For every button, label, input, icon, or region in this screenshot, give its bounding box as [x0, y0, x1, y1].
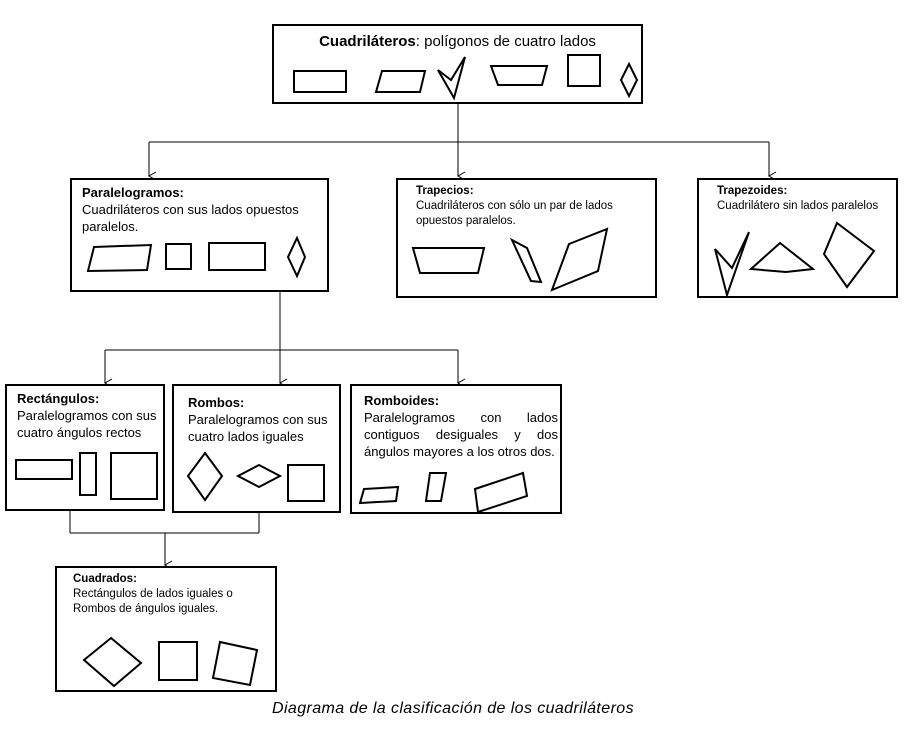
- square-shape: [110, 452, 158, 500]
- rotated-square-shape: [211, 640, 259, 687]
- trapezoides-title: Trapezoides:: [717, 185, 788, 197]
- rhombus-shape: [186, 451, 224, 502]
- parallelogram-shape: [86, 243, 153, 273]
- rectangulos-text-block: Rectángulos: Paralelogramos con sus cuat…: [17, 390, 162, 441]
- rhombus-shape: [235, 463, 283, 489]
- paralelogramos-shapes: [86, 235, 307, 279]
- square-shape: [567, 54, 601, 87]
- paralelogramos-title: Paralelogramos:: [82, 185, 184, 200]
- trapezoid-irregular-shape: [822, 221, 876, 289]
- cuadrilateros-description: : polígonos de cuatro lados: [415, 33, 596, 50]
- rectangulos-box: Rectángulos: Paralelogramos con sus cuat…: [5, 384, 165, 511]
- trapezoid-irregular-shape: [748, 241, 816, 274]
- dart-shape: [437, 56, 466, 101]
- square-shape: [287, 464, 325, 502]
- trapezoid-shape: [411, 247, 486, 274]
- paralelogramos-text-block: Paralelogramos: Cuadriláteros con sus la…: [82, 184, 322, 235]
- rectangle-shape: [293, 70, 347, 93]
- rhomboid-shape: [358, 485, 400, 505]
- trapezoid-irregular-shape: [714, 231, 750, 299]
- trapecios-shapes: [411, 227, 609, 292]
- rhomboid-shape: [473, 471, 529, 514]
- square-shape: [165, 243, 192, 270]
- romboides-text-block: Romboides: Paralelogramos con lados cont…: [364, 392, 558, 461]
- rhombus-shape: [619, 61, 639, 99]
- rombos-shapes: [186, 451, 325, 502]
- cuadrados-description: Rectángulos de lados iguales o Rombos de…: [73, 588, 233, 616]
- rotated-square-shape: [82, 636, 143, 688]
- cuadrados-text-block: Cuadrados: Rectángulos de lados iguales …: [73, 572, 273, 618]
- trapezoid-shape: [509, 237, 543, 284]
- cuadrilateros-shapes: [293, 54, 639, 101]
- trapezoid-shape: [489, 65, 549, 86]
- rectangulos-shapes: [15, 452, 158, 500]
- parallelogram-shape: [374, 70, 427, 93]
- rectangle-shape: [208, 242, 266, 271]
- rhombus-shape: [286, 235, 307, 279]
- cuadrilateros-heading: Cuadriláteros: polígonos de cuatro lados: [274, 32, 641, 52]
- cuadrados-box: Cuadrados: Rectángulos de lados iguales …: [55, 566, 277, 692]
- diagram-caption: Diagrama de la clasificación de los cuad…: [272, 700, 634, 717]
- trapezoides-text-block: Trapezoides: Cuadrilátero sin lados para…: [717, 184, 897, 214]
- trapezoides-description: Cuadrilátero sin lados paralelos: [717, 200, 879, 213]
- paralelogramos-description: Cuadriláteros con sus lados opuestos par…: [82, 202, 299, 235]
- trapezoid-shape: [550, 227, 609, 292]
- cuadrados-shapes: [82, 636, 259, 688]
- rombos-text-block: Rombos: Paralelogramos con sus cuatro la…: [188, 394, 338, 445]
- cuadrados-title: Cuadrados:: [73, 573, 137, 585]
- rombos-box: Rombos: Paralelogramos con sus cuatro la…: [172, 384, 341, 513]
- square-shape: [158, 641, 198, 681]
- cuadrilateros-box: Cuadriláteros: polígonos de cuatro lados: [272, 24, 643, 104]
- romboides-shapes: [358, 471, 529, 514]
- romboides-box: Romboides: Paralelogramos con lados cont…: [350, 384, 562, 514]
- trapecios-box: Trapecios: Cuadriláteros con sólo un par…: [396, 178, 657, 298]
- cuadrilateros-title: Cuadriláteros: [319, 33, 416, 50]
- trapecios-title: Trapecios:: [416, 185, 474, 197]
- rhomboid-shape: [424, 472, 448, 502]
- rectangulos-description: Paralelogramos con sus cuatro ángulos re…: [17, 408, 157, 441]
- trapezoides-shapes: [714, 221, 876, 299]
- paralelogramos-box: Paralelogramos: Cuadriláteros con sus la…: [70, 178, 329, 292]
- trapezoides-box: Trapezoides: Cuadrilátero sin lados para…: [697, 178, 898, 299]
- rombos-description: Paralelogramos con sus cuatro lados igua…: [188, 412, 328, 445]
- romboides-title: Romboides:: [364, 393, 440, 408]
- rectangle-shape: [79, 452, 97, 496]
- rectangle-shape: [15, 459, 73, 480]
- trapecios-description: Cuadriláteros con sólo un par de lados o…: [416, 200, 613, 228]
- romboides-description: Paralelogramos con lados contiguos desig…: [364, 410, 558, 460]
- rombos-title: Rombos:: [188, 395, 245, 410]
- rectangulos-title: Rectángulos:: [17, 391, 100, 406]
- trapecios-text-block: Trapecios: Cuadriláteros con sólo un par…: [416, 184, 652, 230]
